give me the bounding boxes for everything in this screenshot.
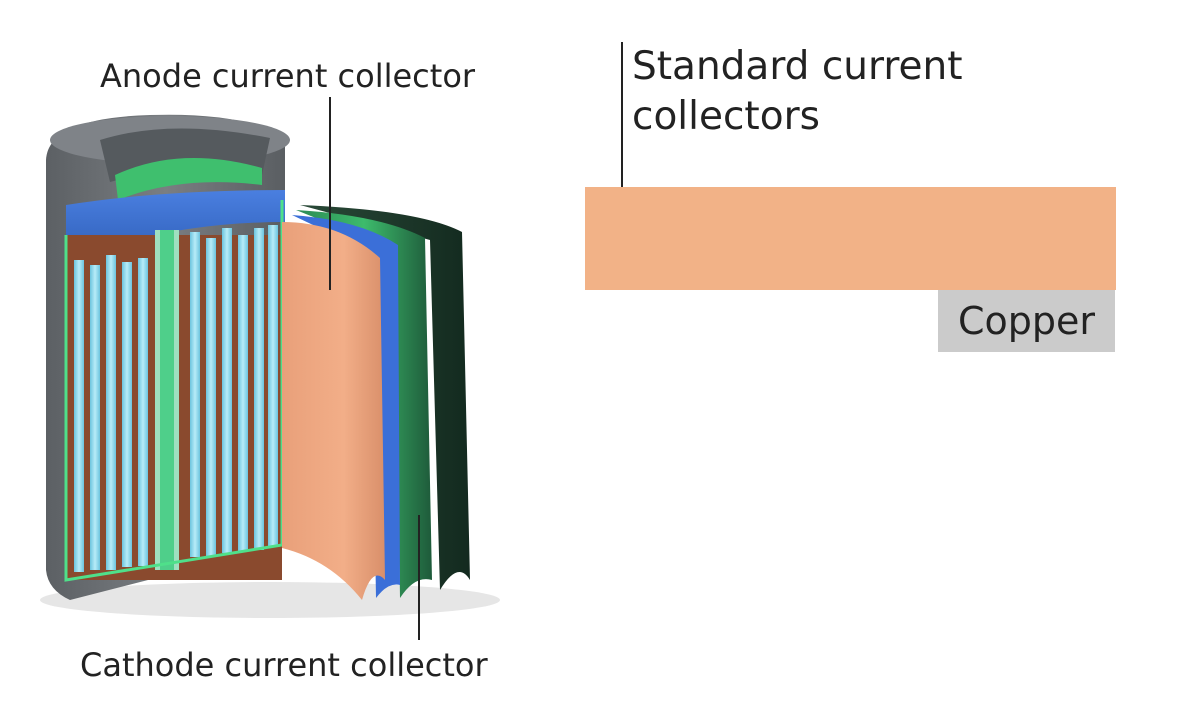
anode-current-collector-label: Anode current collector [100, 57, 476, 95]
central-pin-core [160, 230, 174, 570]
standard-current-collectors-title: Standard current collectors [632, 44, 963, 139]
cathode-current-collector-label: Cathode current collector [80, 646, 488, 684]
dark-green-sheet [300, 205, 470, 590]
copper-sheet [282, 222, 385, 600]
standard-leader-line [621, 42, 623, 188]
copper-current-collector-strip [585, 187, 1116, 290]
copper-label: Copper [938, 290, 1115, 352]
battery-shadow [40, 582, 500, 618]
electrode-plates-left [74, 255, 148, 572]
electrode-plates-right [190, 225, 278, 557]
anode-tab [115, 158, 262, 200]
